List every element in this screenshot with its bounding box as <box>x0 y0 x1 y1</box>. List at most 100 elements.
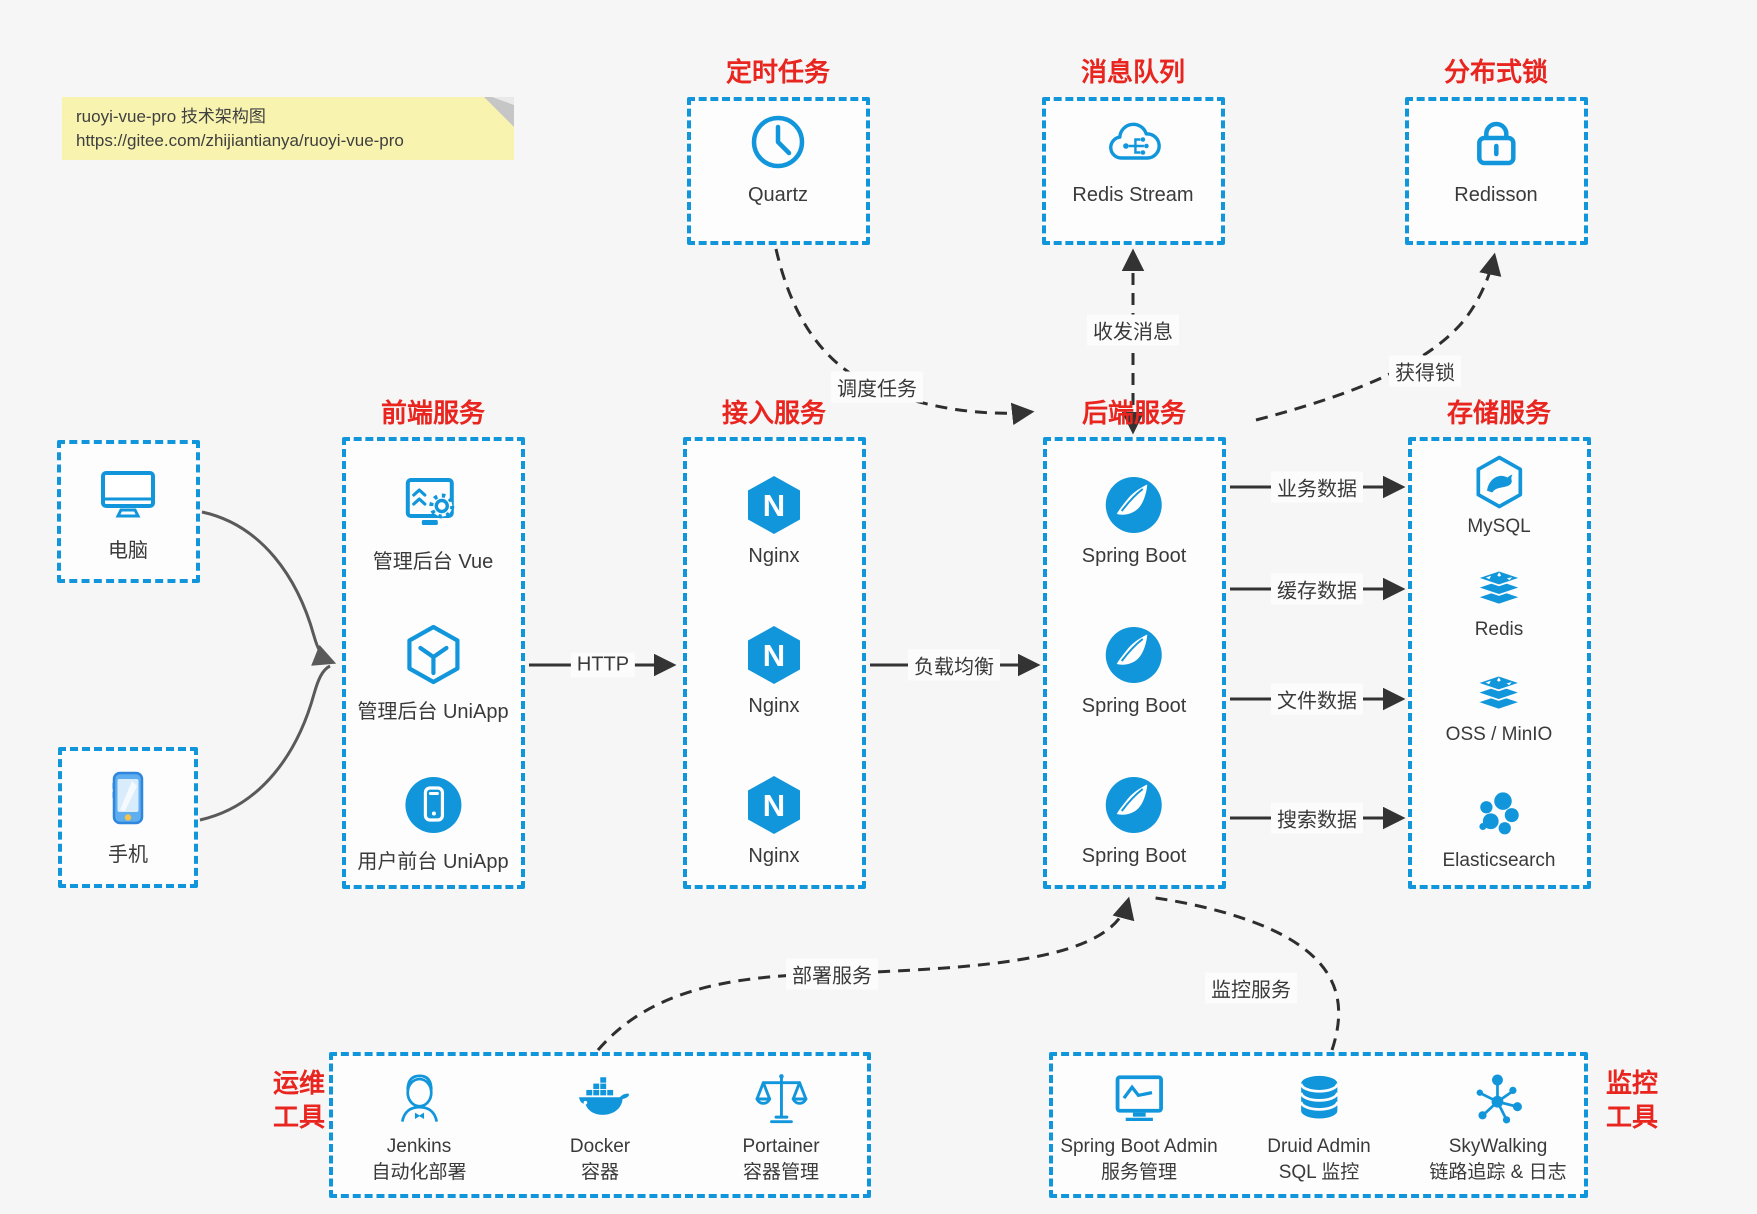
group-title-mq: 消息队列 <box>1080 57 1186 87</box>
node-redisson: Redisson <box>1454 112 1538 207</box>
monitor-tools-title: 监控 工具 <box>1606 1068 1659 1132</box>
node-label: 手机 <box>108 844 148 866</box>
group-title-scheduler: 定时任务 <box>725 57 831 87</box>
ops-tools-title: 运维 工具 <box>272 1068 325 1132</box>
node-nginx-3: N Nginx <box>742 773 806 868</box>
svg-text:N: N <box>763 638 785 673</box>
portainer-icon <box>755 1074 807 1124</box>
note-fold <box>484 97 514 127</box>
note-title: ruoyi-vue-pro 技术架构图 <box>76 107 266 126</box>
group-box-mq <box>1042 97 1225 245</box>
desktop-icon <box>101 471 155 518</box>
node-spring-boot-1: Spring Boot <box>1081 473 1187 568</box>
jenkins-icon <box>400 1074 438 1122</box>
nginx-icon: N <box>748 626 800 684</box>
edge-label-business-data: 业务数据 <box>1271 471 1363 503</box>
monitor-chart-icon <box>1115 1075 1163 1122</box>
group-box-computer <box>57 440 200 583</box>
node-computer: 电脑 <box>96 462 160 563</box>
node-spring-boot-admin: Spring Boot Admin 服务管理 <box>1060 1070 1218 1186</box>
storage-stack-icon <box>1474 674 1524 711</box>
spring-icon <box>1105 777 1162 833</box>
group-title-storage: 存储服务 <box>1446 398 1552 428</box>
node-admin-vue: 管理后台 Vue <box>373 473 493 574</box>
node-mysql: MySQL <box>1467 454 1531 538</box>
edge-label-acquire-lock: 获得锁 <box>1389 355 1461 387</box>
node-skywalking: SkyWalking 链路追踪 & 日志 <box>1429 1070 1567 1186</box>
node-label: Elasticsearch <box>1442 850 1556 871</box>
edge-acquire-lock <box>1255 252 1502 422</box>
group-title-frontend: 前端服务 <box>380 398 486 428</box>
node-redis-stream: Redis Stream <box>1072 112 1194 207</box>
node-docker: Docker 容器 <box>570 1070 630 1186</box>
node-label: Nginx <box>748 545 800 567</box>
edge-label-schedule-task: 调度任务 <box>831 371 923 403</box>
node-portainer: Portainer 容器管理 <box>742 1070 820 1186</box>
group-box-storage <box>1408 437 1591 889</box>
docker-icon <box>579 1077 629 1115</box>
node-nginx-1: N Nginx <box>742 473 806 568</box>
spring-icon <box>1105 477 1162 533</box>
tool-label: SkyWalking 链路追踪 & 日志 <box>1429 1136 1567 1183</box>
edge-label-send-receive-message: 收发消息 <box>1087 314 1179 346</box>
svg-text:N: N <box>763 788 785 823</box>
node-label: 管理后台 Vue <box>372 551 494 573</box>
node-spring-boot-2: Spring Boot <box>1081 623 1187 718</box>
node-admin-uniapp: 管理后台 UniApp <box>357 623 509 724</box>
cloud-stream-icon <box>1108 122 1161 160</box>
edge-computer-to-frontend <box>201 510 337 666</box>
spring-icon <box>1105 627 1162 683</box>
node-label: OSS / MinIO <box>1445 724 1553 745</box>
group-box-lock <box>1405 97 1588 245</box>
node-label: Nginx <box>748 845 800 867</box>
node-label: MySQL <box>1467 516 1531 537</box>
edge-label-http: HTTP <box>570 652 636 678</box>
smartphone-icon <box>112 771 144 825</box>
edge-label-deploy-service: 部署服务 <box>786 958 878 990</box>
sticky-note: ruoyi-vue-pro 技术架构图 https://gitee.com/zh… <box>62 97 514 160</box>
admin-vue-icon <box>406 478 455 525</box>
node-elasticsearch: Elasticsearch <box>1443 788 1556 872</box>
nginx-icon: N <box>748 476 800 534</box>
node-label: Nginx <box>748 695 800 717</box>
svg-text:N: N <box>763 488 785 523</box>
node-nginx-2: N Nginx <box>742 623 806 718</box>
node-label: Spring Boot <box>1081 695 1187 717</box>
edge-phone-to-frontend <box>199 664 331 822</box>
node-label: Spring Boot <box>1081 545 1187 567</box>
node-redis: Redis <box>1471 563 1527 641</box>
group-title-lock: 分布式锁 <box>1443 57 1549 87</box>
node-oss-minio: OSS / MinIO <box>1445 668 1553 746</box>
node-druid-admin: Druid Admin SQL 监控 <box>1267 1070 1371 1186</box>
node-jenkins: Jenkins 自动化部署 <box>371 1070 467 1186</box>
elasticsearch-icon <box>1478 792 1519 835</box>
nginx-icon: N <box>748 776 800 834</box>
group-title-backend: 后端服务 <box>1081 398 1187 428</box>
node-label: 电脑 <box>108 540 148 562</box>
node-label: Redisson <box>1454 184 1538 206</box>
edge-label-cache-data: 缓存数据 <box>1271 573 1363 605</box>
edge-monitor-service <box>1147 895 1341 1051</box>
edge-label-file-data: 文件数据 <box>1271 683 1363 715</box>
uniapp-cube-icon <box>406 624 460 685</box>
group-box-scheduler <box>687 97 870 245</box>
tool-label: Portainer 容器管理 <box>742 1136 820 1183</box>
node-label: Redis Stream <box>1072 184 1194 206</box>
node-label: Quartz <box>747 184 809 206</box>
edge-label-load-balance: 负载均衡 <box>908 649 1000 681</box>
node-label: 管理后台 UniApp <box>357 701 509 723</box>
topology-icon <box>1476 1074 1522 1124</box>
node-label: 用户前台 UniApp <box>357 851 509 873</box>
node-label: Redis <box>1474 619 1524 640</box>
tool-label: Spring Boot Admin 服务管理 <box>1060 1136 1218 1183</box>
database-icon <box>1299 1075 1339 1119</box>
node-spring-boot-3: Spring Boot <box>1081 773 1187 868</box>
node-phone: 手机 <box>96 766 160 867</box>
redis-stack-icon <box>1474 569 1524 606</box>
group-title-access: 接入服务 <box>721 398 827 428</box>
edge-label-search-data: 搜索数据 <box>1271 802 1363 834</box>
mysql-icon <box>1476 455 1522 509</box>
tool-label: Jenkins 自动化部署 <box>371 1136 467 1183</box>
node-label: Spring Boot <box>1081 845 1187 867</box>
